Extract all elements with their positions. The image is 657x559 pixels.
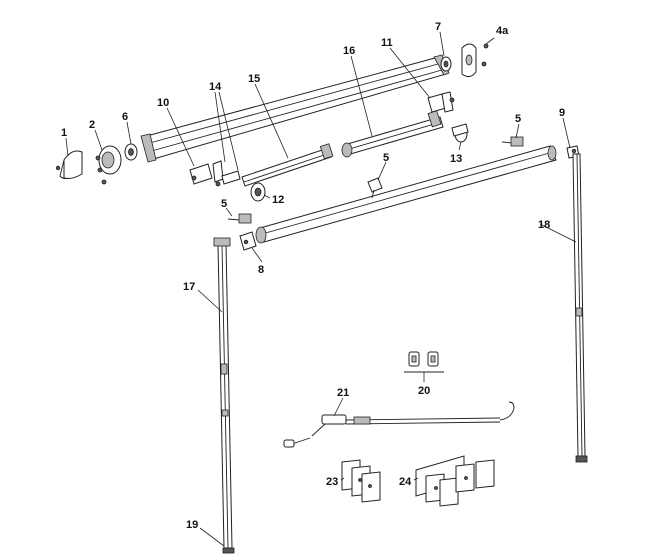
callout-18: 18 <box>538 219 550 231</box>
lead-rail <box>255 145 557 244</box>
right-support-leg <box>572 153 588 463</box>
leader-lines <box>65 31 577 547</box>
right-arm-bracket <box>427 91 455 113</box>
mounting-brackets-small <box>341 459 381 503</box>
callout-9: 9 <box>559 107 565 119</box>
right-end-cap <box>461 43 489 78</box>
callout-17: 17 <box>183 281 195 293</box>
callout-21: 21 <box>337 387 349 399</box>
callout-14: 14 <box>209 81 222 93</box>
callout-20: 20 <box>418 385 430 397</box>
callout-24: 24 <box>399 476 412 488</box>
callout-13: 13 <box>450 153 462 165</box>
fastener-left <box>227 213 252 224</box>
left-arm-bracket <box>189 160 241 187</box>
left-end-cap <box>55 150 83 180</box>
fabric-clips <box>404 351 444 373</box>
lead-rail-bracket <box>239 231 257 251</box>
callout-15: 15 <box>248 73 260 85</box>
callout-5-middle: 5 <box>383 152 389 164</box>
callout-4a: 4a <box>496 25 509 37</box>
callout-11: 11 <box>381 37 393 49</box>
callout-6: 6 <box>122 111 128 123</box>
callout-5-left: 5 <box>221 198 227 210</box>
callout-16: 16 <box>343 45 355 57</box>
callout-7: 7 <box>435 21 441 33</box>
callout-2: 2 <box>89 119 95 131</box>
callout-23: 23 <box>326 476 338 488</box>
right-collar <box>440 56 452 72</box>
callout-19: 19 <box>186 519 198 531</box>
tube-collar <box>124 143 138 161</box>
left-support-leg <box>213 237 235 554</box>
crank-handle <box>283 401 515 448</box>
roller-tube <box>140 54 450 163</box>
callout-5-right: 5 <box>515 113 521 125</box>
right-elbow-joint <box>451 123 469 143</box>
fastener-middle <box>367 177 383 199</box>
spring-head-assembly <box>95 145 122 185</box>
callout-labels: 1 2 6 10 14 15 16 11 7 4a 5 9 13 5 12 5 … <box>61 21 565 531</box>
callout-8: 8 <box>258 264 264 276</box>
callout-12: 12 <box>272 194 284 206</box>
callout-1: 1 <box>61 127 67 139</box>
support-arm-right <box>341 110 444 158</box>
support-arm-left <box>241 143 334 187</box>
fastener-right <box>501 136 524 147</box>
callout-10: 10 <box>157 97 169 109</box>
arm-elbow-joint <box>250 182 266 202</box>
mounting-brackets-large <box>415 455 495 507</box>
